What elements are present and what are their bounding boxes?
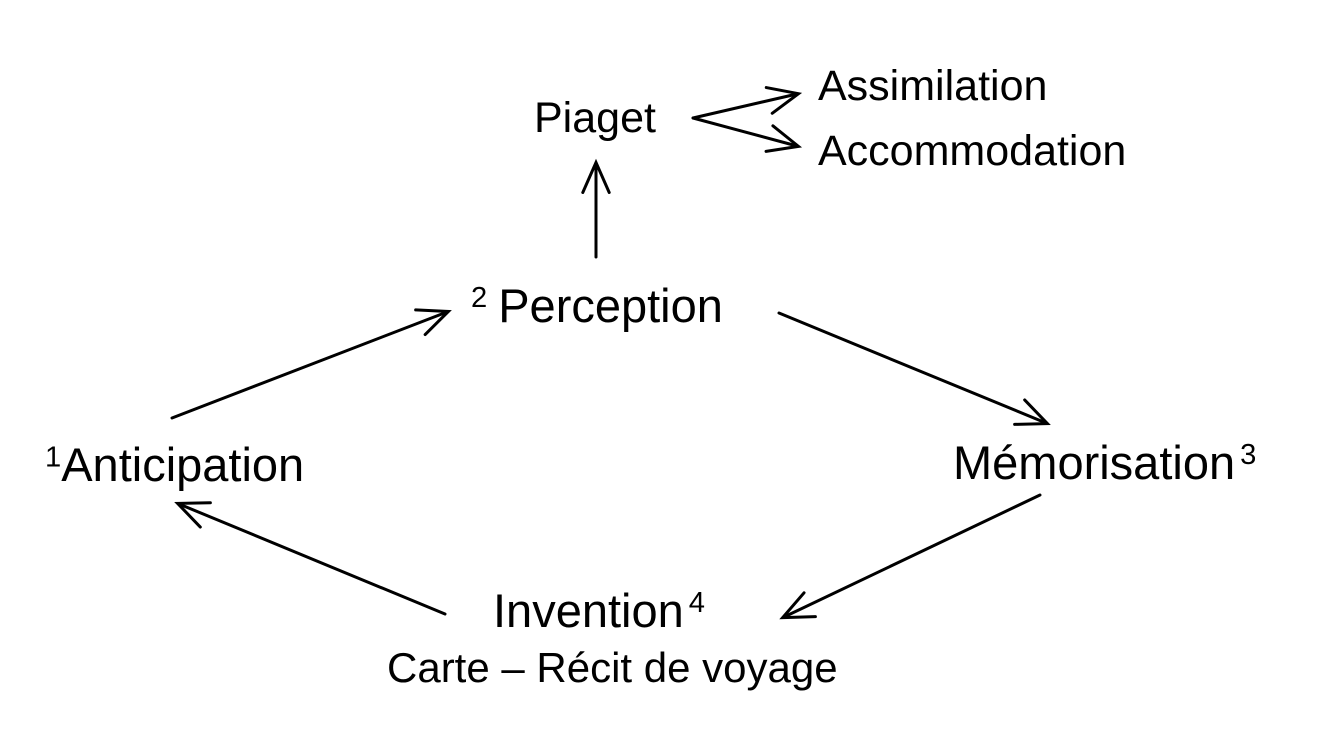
arrow-memorisation-to-invention <box>779 493 1042 620</box>
node-anticipation-label: 1Anticipation <box>45 438 305 491</box>
superscript-3: 3 <box>1240 439 1257 472</box>
node-piaget-label: Piaget <box>534 94 656 142</box>
superscript-2: 2 <box>471 282 488 315</box>
node-accommodation-label: Accommodation <box>818 127 1127 175</box>
superscript-4: 4 <box>688 587 705 620</box>
arrow-anticipation-to-perception <box>170 308 452 420</box>
arrow-perception-to-memorisation <box>777 311 1051 426</box>
arrow-invention-to-anticipation <box>174 501 447 616</box>
superscript-1: 1 <box>45 441 62 474</box>
node-assimilation-label: Assimilation <box>818 62 1048 110</box>
arrow-piaget-to-assimilation <box>691 86 803 120</box>
caption-carte-recit: Carte – Récit de voyage <box>387 644 838 691</box>
arrow-piaget-to-accommodation <box>691 116 803 153</box>
